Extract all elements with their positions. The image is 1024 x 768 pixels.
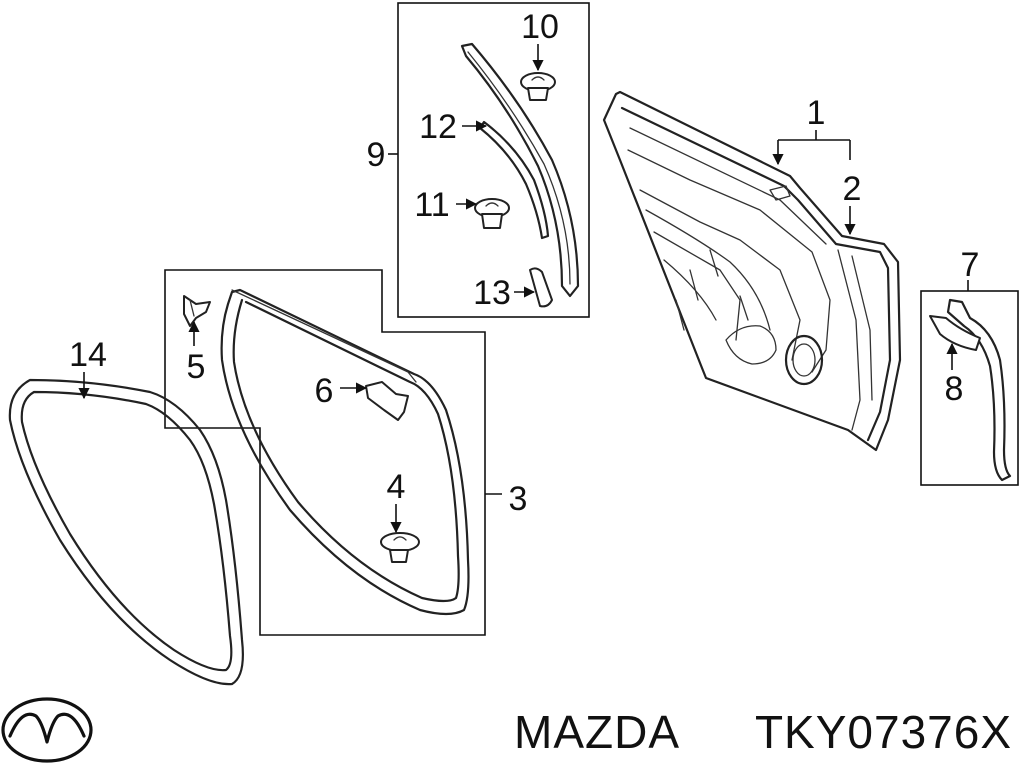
callout-10: 10 bbox=[521, 8, 559, 46]
part-3-inner-weatherstrip bbox=[220, 288, 470, 616]
callout-5: 5 bbox=[187, 348, 206, 386]
part-6-pad bbox=[365, 381, 409, 421]
part-number: TKY07376X bbox=[755, 706, 1012, 758]
callout-6: 6 bbox=[315, 372, 334, 410]
callout-11: 11 bbox=[414, 186, 449, 224]
callout-13: 13 bbox=[473, 274, 511, 312]
callout-3: 3 bbox=[509, 480, 528, 518]
callout-4: 4 bbox=[387, 468, 406, 506]
part-12-strip bbox=[478, 120, 550, 240]
part-9-channel bbox=[460, 42, 580, 298]
part-13-cap bbox=[529, 267, 553, 308]
callout-7: 7 bbox=[961, 246, 980, 284]
mazda-logo-icon bbox=[1, 697, 93, 763]
callout-2: 2 bbox=[843, 170, 862, 208]
frame-group-9 bbox=[397, 2, 590, 318]
callout-1: 1 bbox=[807, 94, 826, 132]
callout-14: 14 bbox=[69, 336, 107, 374]
part-5-clip bbox=[183, 295, 211, 327]
frame-group-3 bbox=[164, 269, 486, 636]
callout-8: 8 bbox=[945, 370, 964, 408]
part-10-clip bbox=[520, 72, 556, 101]
callout-12: 12 bbox=[419, 108, 457, 146]
part-1-door-shell bbox=[602, 90, 902, 452]
part-14-weatherstrip bbox=[8, 378, 244, 686]
brand-name: MAZDA bbox=[514, 706, 680, 758]
part-11-clip bbox=[474, 198, 510, 229]
callout-9: 9 bbox=[367, 136, 386, 174]
leader-lines bbox=[78, 44, 969, 534]
part-8-trim bbox=[929, 298, 1012, 482]
part-4-clip bbox=[380, 532, 420, 563]
frame-group-7 bbox=[920, 290, 1019, 486]
